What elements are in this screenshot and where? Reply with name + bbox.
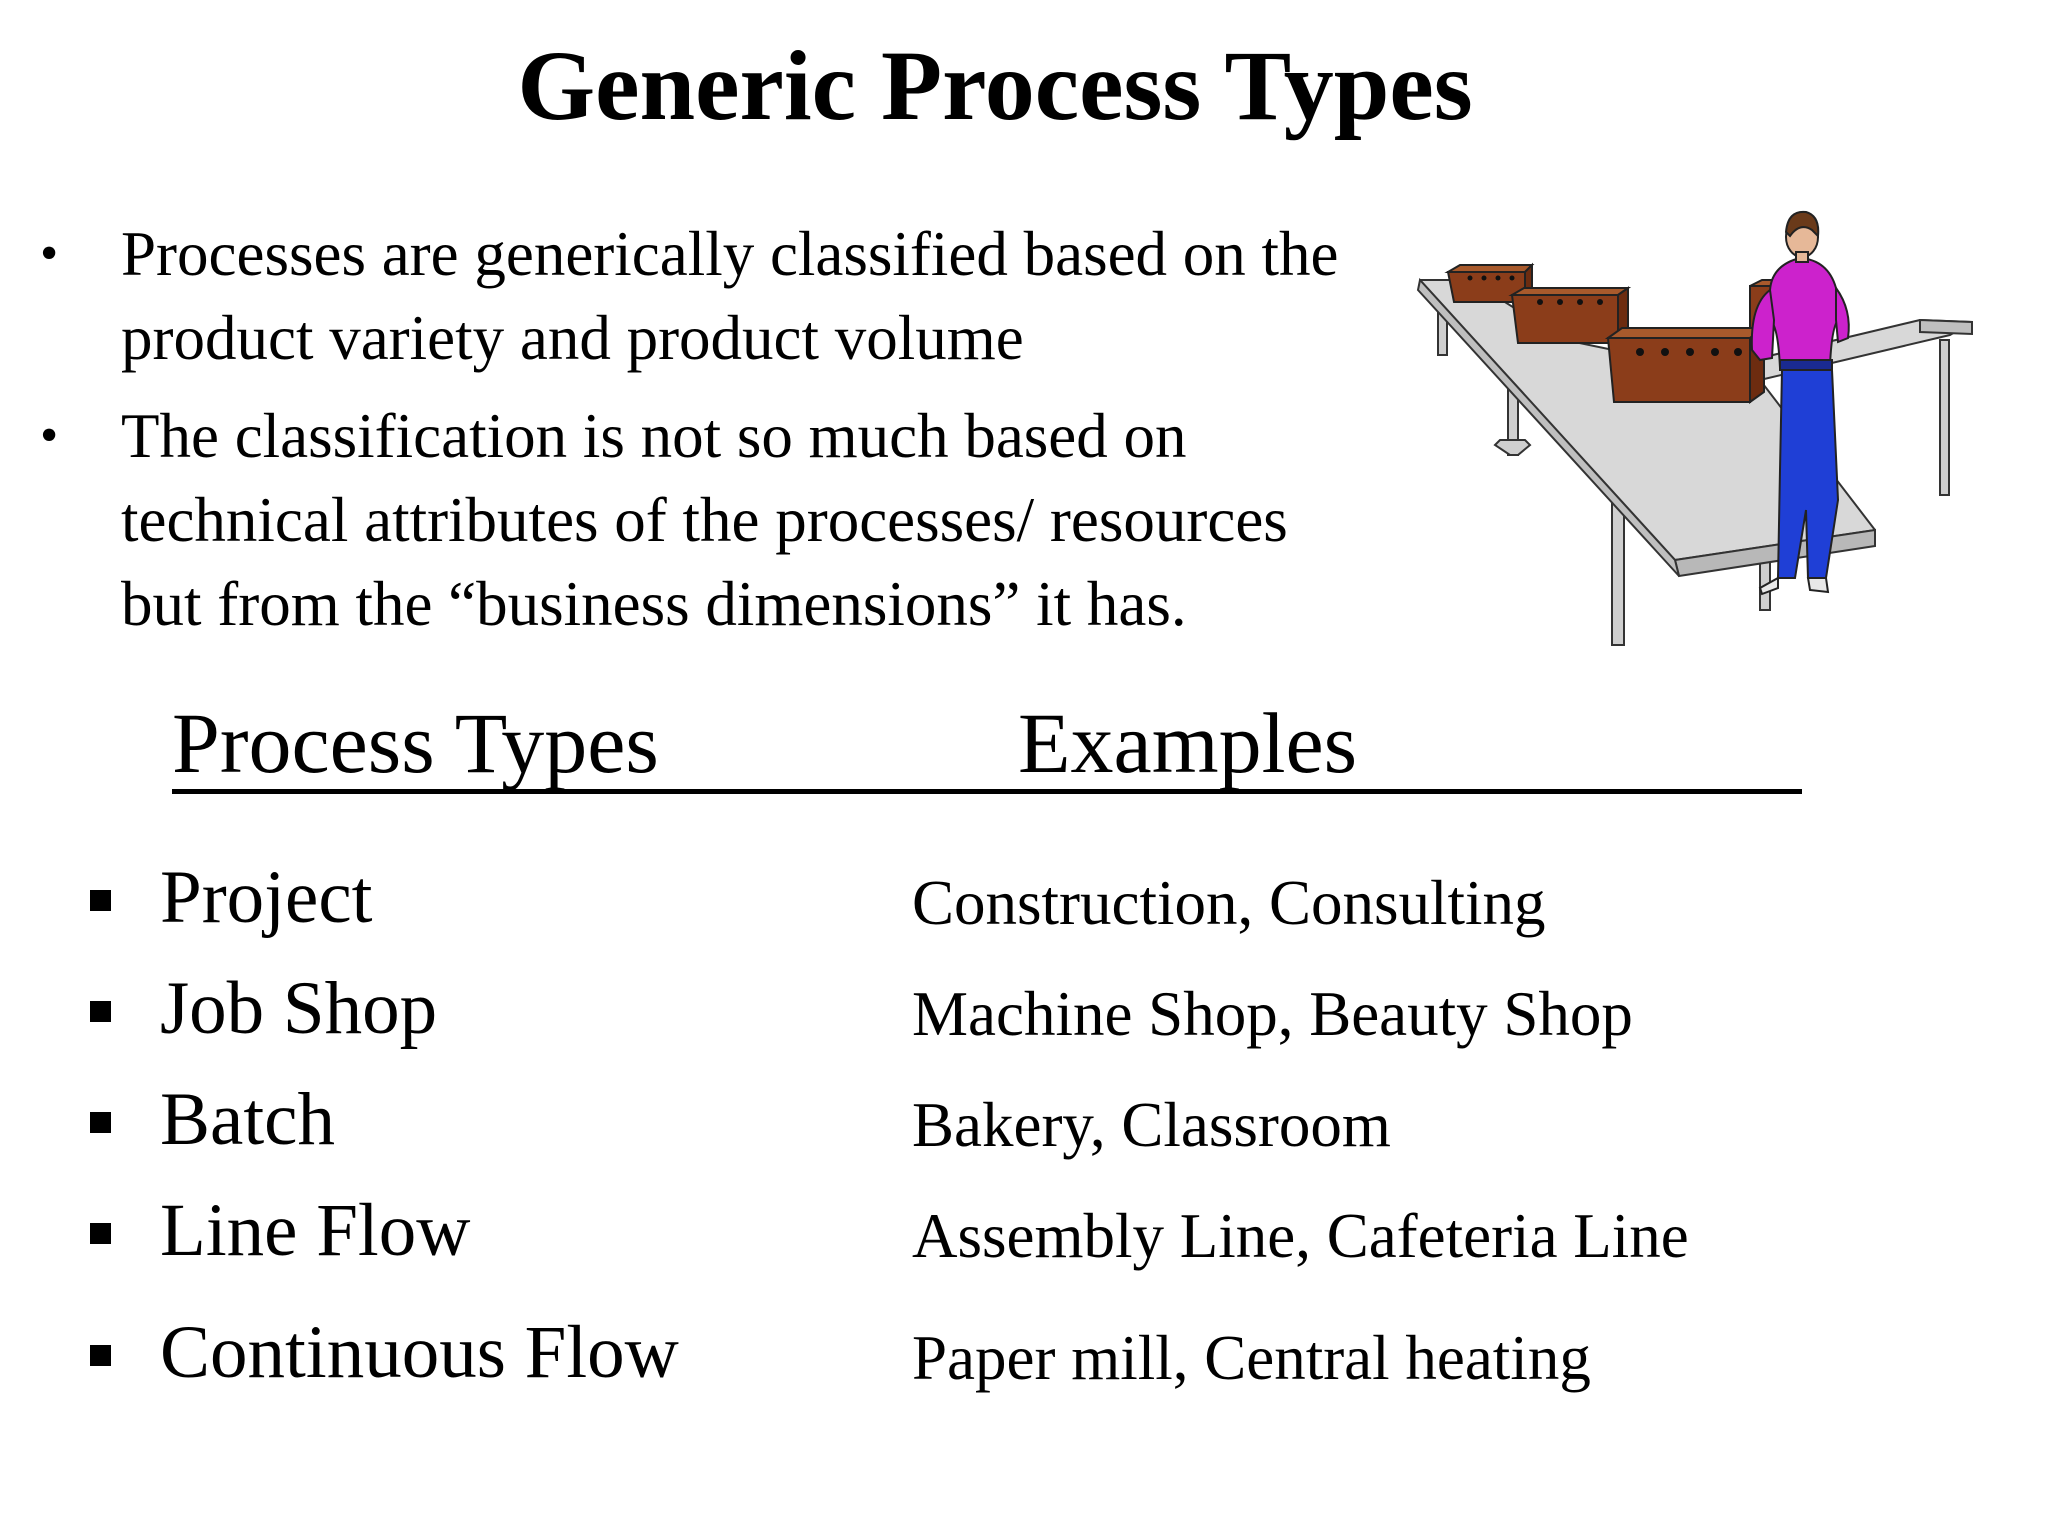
- header-examples: Examples: [1018, 695, 1358, 791]
- example-text: Bakery, Classroom: [912, 1090, 1391, 1160]
- process-type-label: Batch: [160, 1078, 335, 1161]
- square-bullet-icon: [90, 1345, 111, 1366]
- header-underline: [172, 789, 1802, 794]
- header-process-types: Process Types: [172, 695, 659, 791]
- table-row: Continuous Flow Paper mill, Central heat…: [0, 1307, 2048, 1407]
- table-row: Project Construction, Consulting: [0, 852, 2048, 952]
- bullet-line: but from the “business dimensions” it ha…: [121, 569, 1187, 639]
- bullet-item: • The classification is not so much base…: [40, 394, 1480, 646]
- bullet-list: • Processes are generically classified b…: [40, 212, 1480, 660]
- example-text: Machine Shop, Beauty Shop: [912, 979, 1633, 1049]
- table-row: Line Flow Assembly Line, Cafeteria Line: [0, 1185, 2048, 1285]
- example-text: Paper mill, Central heating: [912, 1323, 1591, 1393]
- square-bullet-icon: [90, 890, 111, 911]
- bullet-line: Processes are generically classified bas…: [121, 219, 1339, 289]
- bullet-dot-icon: •: [40, 225, 59, 282]
- table-row: Job Shop Machine Shop, Beauty Shop: [0, 963, 2048, 1063]
- process-type-label: Project: [160, 856, 373, 939]
- bullet-dot-icon: •: [40, 407, 59, 464]
- bullet-line: technical attributes of the processes/ r…: [121, 485, 1288, 555]
- square-bullet-icon: [90, 1223, 111, 1244]
- square-bullet-icon: [90, 1001, 111, 1022]
- worker-at-conveyor-icon: [1416, 210, 1973, 646]
- example-text: Assembly Line, Cafeteria Line: [912, 1201, 1689, 1271]
- process-type-label: Continuous Flow: [160, 1311, 679, 1394]
- slide-title: Generic Process Types: [517, 30, 1473, 141]
- bullet-line: product variety and product volume: [121, 303, 1024, 373]
- process-type-label: Line Flow: [160, 1189, 471, 1272]
- table-row: Batch Bakery, Classroom: [0, 1074, 2048, 1174]
- example-text: Construction, Consulting: [912, 868, 1546, 938]
- square-bullet-icon: [90, 1112, 111, 1133]
- bullet-item: • Processes are generically classified b…: [40, 212, 1480, 380]
- types-table-header: Process Types Examples: [172, 700, 1804, 798]
- bullet-line: The classification is not so much based …: [121, 401, 1187, 471]
- process-type-label: Job Shop: [160, 967, 438, 1050]
